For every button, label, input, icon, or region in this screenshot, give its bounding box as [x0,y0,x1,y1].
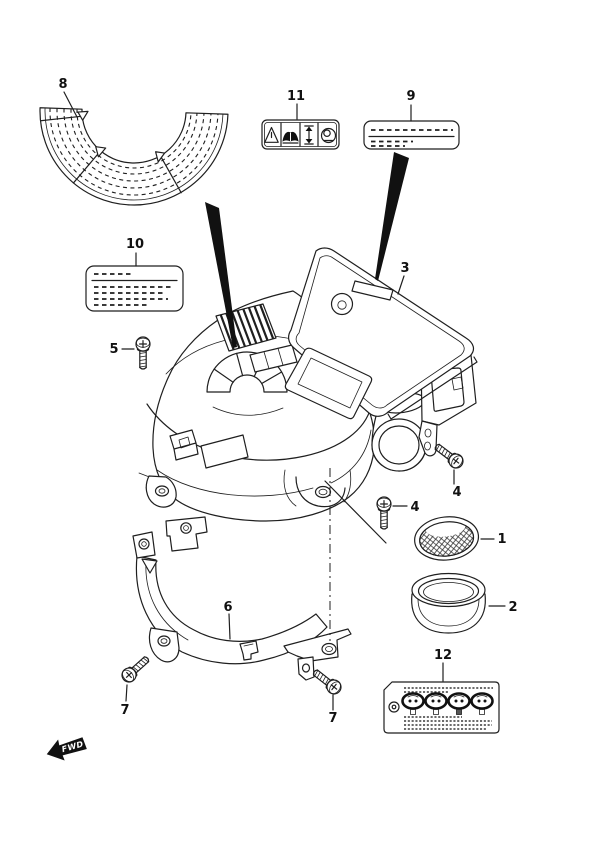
callout-6: 6 [223,600,232,615]
side-clip [169,429,199,461]
mix-ratio-oval-icon [470,692,494,710]
bolt-part5 [135,336,151,370]
callout-2: 2 [508,600,517,615]
up-down-arrow-icon [304,125,314,145]
callout-7-right: 7 [328,711,337,726]
seal-half-ring-part8 [39,107,229,206]
info-label-part10 [85,265,184,312]
leader-part7-left [125,684,128,702]
bolt-part7-right [309,665,345,698]
bolt-part4-upper [431,439,467,472]
fwd-arrow: FWD [46,737,87,761]
callout-3: 3 [400,261,409,276]
owners-manual-icon [282,131,299,144]
warning-triangle-icon [264,126,279,143]
fuel-cap-icon [320,127,337,144]
left-mount-foot [138,472,177,508]
pointer-wedge-left [205,202,237,348]
callout-5: 5 [109,342,118,357]
info-label-part9 [363,120,460,150]
callout-7-left: 7 [120,703,129,718]
callout-8: 8 [58,77,67,92]
caution-label-part11 [261,119,340,150]
mix-ratio-oval-icon [401,692,425,710]
side-plate [200,434,249,469]
spec-label-part12 [383,681,500,734]
seal-ring-part2 [411,572,486,634]
leader-part8 [63,91,78,118]
bolt-part4-lower [376,496,392,530]
callout-10: 10 [126,237,144,252]
callout-4-lower: 4 [410,500,419,515]
ring-cover-part3 [284,247,478,420]
air-box-frame [418,344,477,457]
callout-12: 12 [434,648,452,663]
leader-part3 [397,275,405,295]
cover-center-hole [330,292,354,316]
leader-part6 [228,613,231,640]
callout-11: 11 [287,89,305,104]
callout-1: 1 [497,532,506,547]
bracket-ring-part6 [132,516,352,681]
decal-strip [351,280,394,301]
leader-diagonal [324,480,387,544]
callout-9: 9 [406,89,415,104]
mix-ratio-oval-icon [424,692,448,710]
bolt-part7-left [118,652,153,686]
pointer-wedge-right [375,152,409,281]
mount-tab [418,420,438,457]
inlet-screen-part1 [414,516,480,561]
callout-4-upper: 4 [452,485,461,500]
mix-ratio-oval-icon [447,692,471,710]
